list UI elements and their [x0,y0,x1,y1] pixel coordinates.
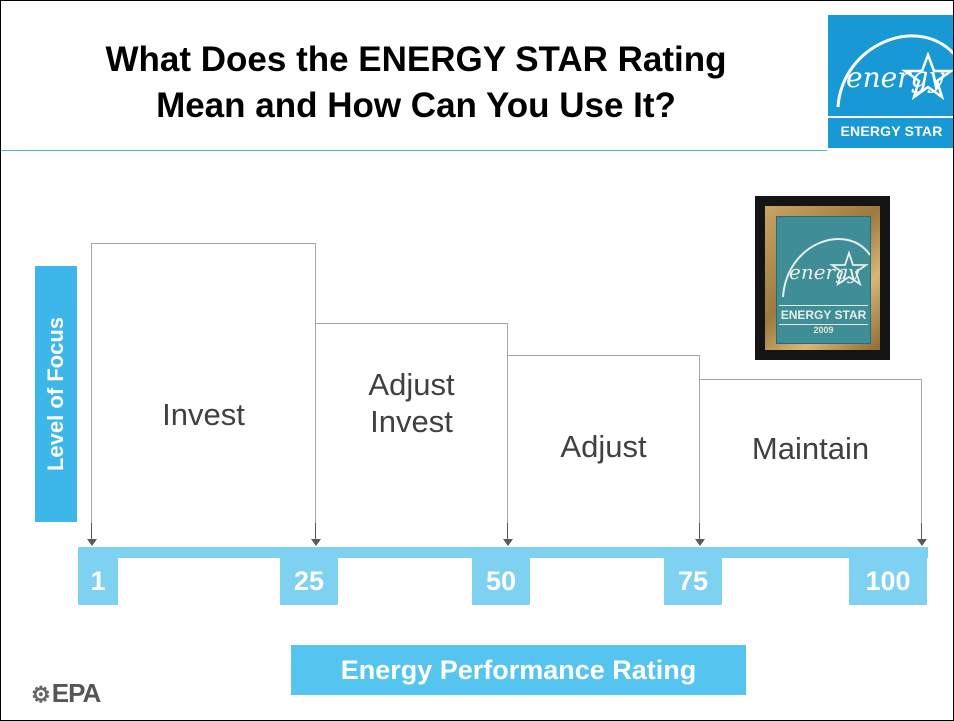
stage-label-line2: Invest [370,404,453,439]
tick-label-25: 25 [280,558,338,605]
stage-label-line1: Invest [162,397,245,432]
title-line-1: What Does the ENERGY STAR Rating [105,40,727,79]
energy-star-plaque-icon: energy ENERGY STAR 2009 [755,196,890,360]
logo-label: ENERGY STAR [828,116,953,144]
tick-label-50: 50 [472,558,530,605]
stage-maintain: Maintain [699,379,922,524]
epa-logo-icon: ⚙EPA [31,678,102,709]
stage-label-line1: Adjust [560,429,647,464]
y-axis-label: Level of Focus [43,316,68,472]
tick-arrow-25 [311,523,321,547]
plaque-script-text: energy [789,260,860,284]
stage-label-line1: Maintain [751,431,870,466]
tick-arrow-100 [917,523,927,547]
x-axis-label: Energy Performance Rating [291,645,746,695]
epa-text: EPA [51,678,102,708]
stage-label-line1: Adjust [368,367,455,402]
stage-invest: Invest [91,243,316,524]
tick-label-100: 100 [849,558,927,605]
stage-adjust-invest: Adjust Invest [315,323,508,524]
tick-label-75: 75 [664,558,722,605]
epa-mark: ⚙ [31,682,51,707]
title-divider [1,150,827,151]
title-line-2: Mean and How Can You Use It? [156,86,676,125]
energy-star-logo-icon: energy ENERGY STAR [828,15,953,148]
y-axis-label-box: Level of Focus [35,266,77,522]
slide-title: What Does the ENERGY STAR Rating Mean an… [21,37,811,129]
plaque-year: 2009 [813,325,834,335]
tick-arrow-50 [503,523,513,547]
rating-axis [78,547,928,558]
tick-arrow-1 [87,523,97,547]
tick-label-1: 1 [78,558,118,605]
tick-arrow-75 [695,523,705,547]
plaque-label: ENERGY STAR [779,305,868,325]
stage-adjust: Adjust [507,355,700,524]
